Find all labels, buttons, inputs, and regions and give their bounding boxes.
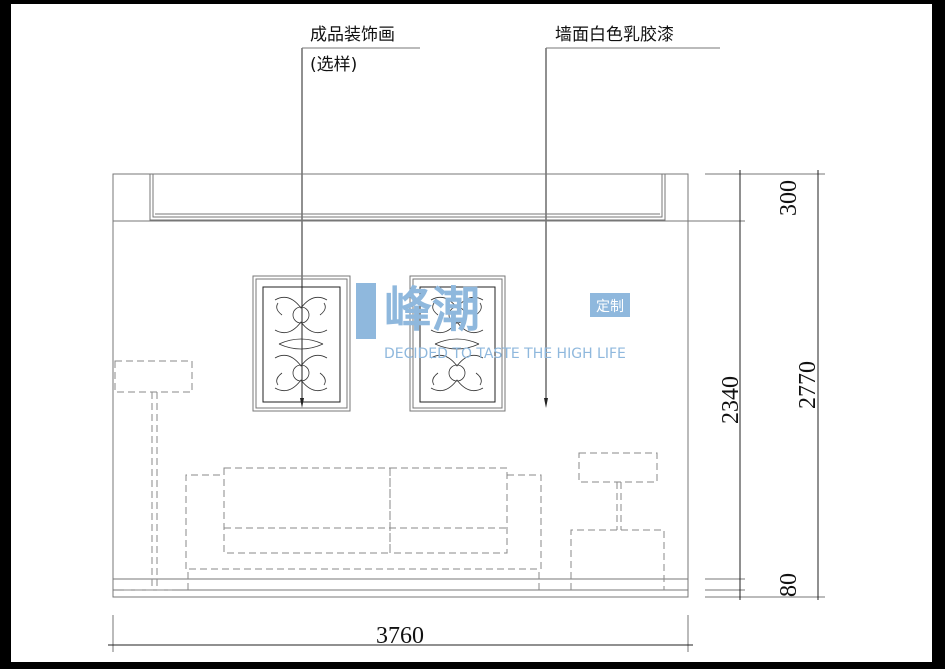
painting-right [409,275,506,412]
painting-label: 成品装饰画 [310,25,395,45]
floor-lamp [114,360,193,591]
dim-skirting: 80 [776,573,802,597]
horizontal-dimension [108,615,693,652]
paper [11,4,932,662]
watermark-logo: 峰潮 定制 DECIDED TO TASTE THE HIGH LIFE [356,282,630,362]
watermark-badge: 定制 [596,299,624,315]
ornament-pattern [274,296,328,392]
dim-wall: 2340 [718,376,744,424]
ornament-pattern [430,296,484,392]
dim-total-width: 3760 [376,623,424,649]
painting-note: (选样) [310,55,357,75]
table-lamp [578,452,658,530]
crown-moulding [149,173,666,221]
dim-ceiling: 300 [776,180,802,216]
watermark-d-mark [356,283,376,339]
watermark-brand: 峰潮 [384,282,480,338]
sofa [185,467,542,590]
painting-left [252,275,351,412]
dim-total-height: 2770 [795,361,821,409]
side-table [570,529,665,590]
painting-leader [300,47,420,408]
vertical-dimensions [688,170,825,600]
wall-label: 墙面白色乳胶漆 [555,25,674,45]
watermark-badge-box [590,293,630,317]
watermark-slogan: DECIDED TO TASTE THE HIGH LIFE [384,346,626,362]
wall-leader [544,47,720,408]
